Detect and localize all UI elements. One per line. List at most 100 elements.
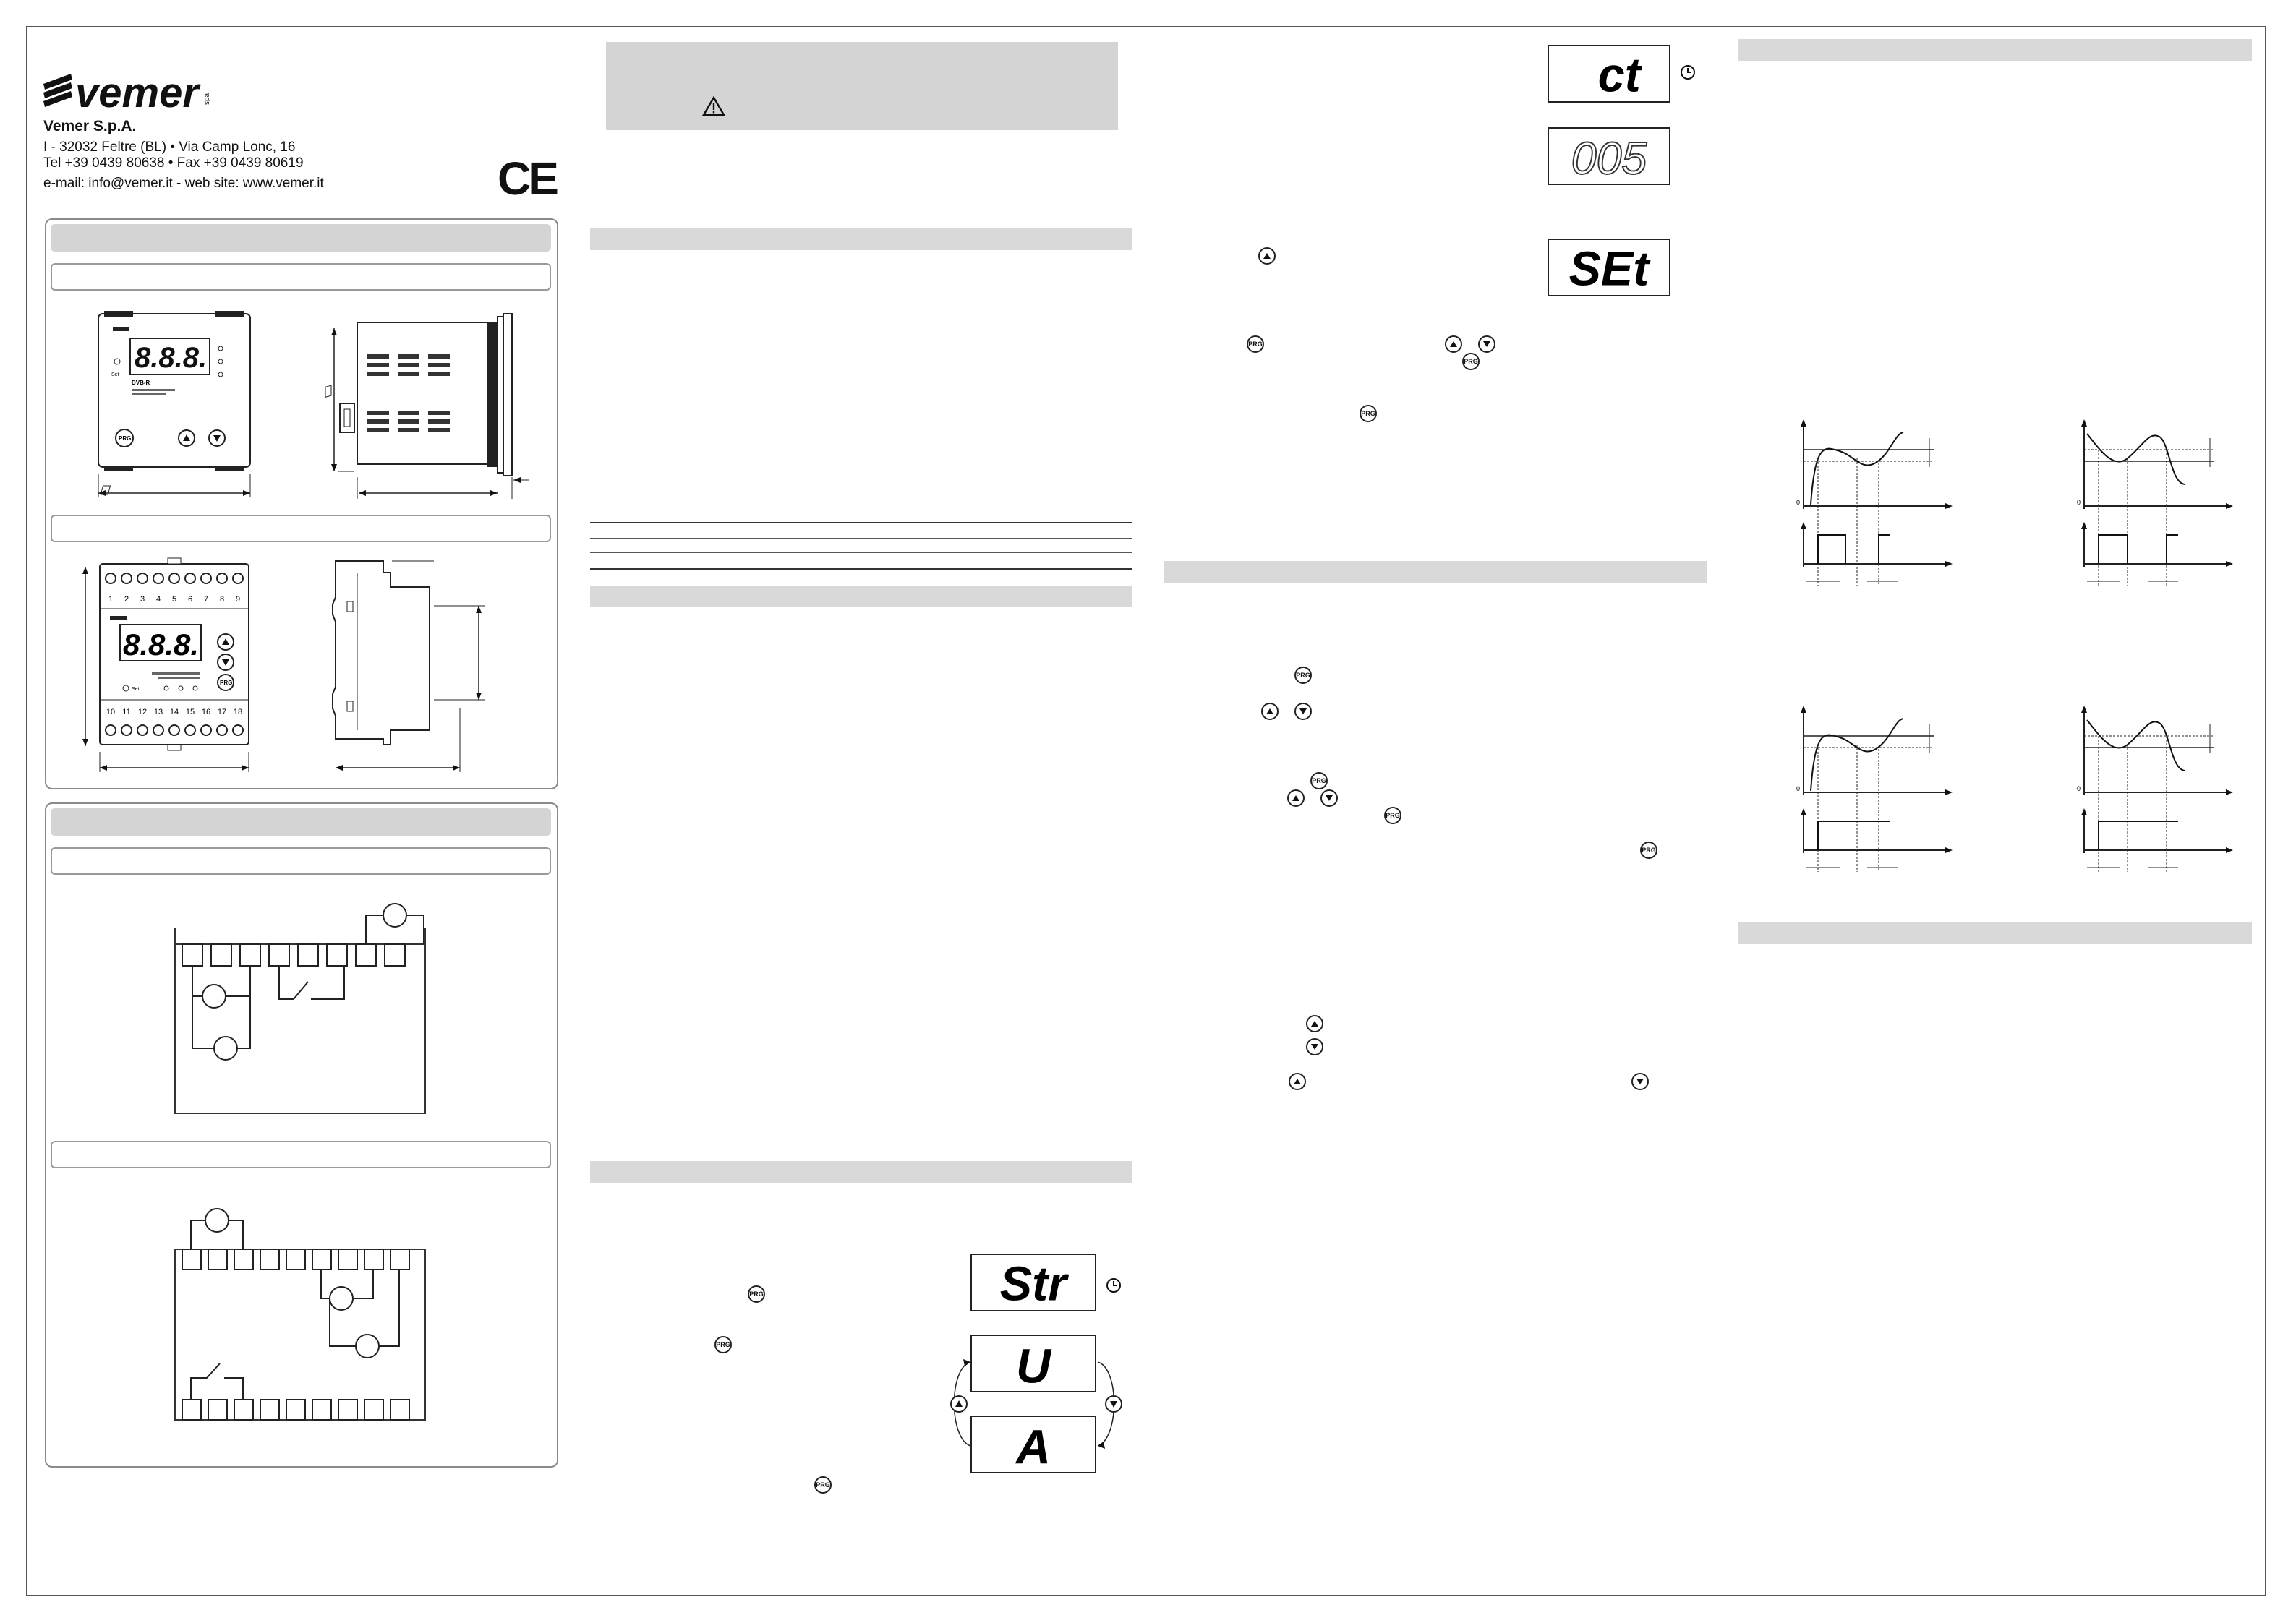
vemer-logo: vemer spa (42, 69, 215, 116)
page-frame (26, 26, 2266, 1596)
table-rule-4 (590, 568, 1132, 570)
chart1-zero-label: 0 (1796, 499, 1800, 506)
terminal-12: 12 (138, 708, 147, 716)
terminal-3: 3 (140, 595, 145, 604)
terminal-6: 6 (188, 595, 192, 604)
arrow-down-icon (1320, 789, 1338, 807)
clock-icon (1679, 64, 1697, 81)
arrow-down-icon (1306, 1038, 1323, 1055)
front-model: DVB-R (132, 380, 150, 386)
display-005: 005 (1548, 127, 1670, 185)
table-rule-3 (590, 552, 1132, 553)
section-bar-1 (590, 228, 1132, 250)
prg-button-icon-2: PRG (714, 1336, 732, 1353)
terminal-15: 15 (186, 708, 195, 716)
table-rule-1 (590, 522, 1132, 523)
terminal-7: 7 (204, 595, 208, 604)
terminal-4: 4 (156, 595, 161, 604)
front-display-digits: 8.8.8. (135, 342, 207, 374)
terminal-17: 17 (218, 708, 226, 716)
front-set-label: Set (111, 372, 119, 377)
warning-icon (701, 95, 726, 117)
wiring-panel (45, 802, 558, 1468)
display-a: A (970, 1416, 1096, 1475)
wiring-din-subheader (51, 1141, 551, 1168)
timing-diagram-3: 0 (1789, 698, 1963, 879)
panel-mount-side-view (318, 304, 542, 506)
terminal-1: 1 (108, 595, 113, 604)
terminal-5: 5 (172, 595, 176, 604)
terminal-8: 8 (220, 595, 224, 604)
prg-button-icon-8: PRG (1310, 772, 1328, 789)
prg-button-icon-4: PRG (1247, 335, 1264, 353)
din-prg-label: PRG (220, 680, 232, 686)
section-bar-3 (590, 1161, 1132, 1183)
company-name: Vemer S.p.A. (43, 118, 137, 134)
display-str-text: Str (1000, 1258, 1070, 1310)
timing-diagram-4: 0 (2070, 698, 2243, 879)
terminal-14: 14 (170, 708, 179, 716)
terminal-16: 16 (202, 708, 210, 716)
arrow-up-icon (1287, 789, 1305, 807)
arrow-down-icon (1294, 703, 1312, 720)
table-rule-2 (590, 538, 1132, 539)
company-address: I - 32032 Feltre (BL) • Via Camp Lonc, 1… (43, 140, 296, 155)
timing-diagram-2: 0 (2070, 412, 2243, 593)
din-display-digits: 8.8.8. (123, 628, 199, 661)
prg-button-icon-1: PRG (748, 1285, 765, 1303)
arrow-up-icon (1258, 247, 1276, 265)
dimensions-panel (45, 218, 558, 789)
arrow-down-icon (1478, 335, 1495, 353)
prg-button-icon-3: PRG (814, 1476, 832, 1494)
logo-graphic: vemer spa (43, 69, 211, 116)
wiring-diagram-panel-mount (166, 896, 441, 1121)
logo-spa: spa (203, 93, 211, 105)
terminal-2: 2 (124, 595, 129, 604)
arrow-up-icon (1306, 1015, 1323, 1032)
chart2-zero-label: 0 (2077, 499, 2081, 506)
chart3-zero-label: 0 (1796, 785, 1800, 792)
ce-mark: CE (498, 153, 559, 205)
display-str: Str (970, 1254, 1096, 1311)
logo-wordmark: vemer (75, 69, 201, 113)
dimensions-panel-header (51, 224, 551, 252)
terminal-13: 13 (154, 708, 163, 716)
display-u: U (970, 1335, 1096, 1394)
clock-icon (1105, 1277, 1122, 1294)
display-u-text: U (1016, 1340, 1052, 1391)
section-bar-6 (1738, 922, 2252, 944)
front-prg-label: PRG (119, 435, 131, 442)
display-005-text: 005 (1571, 134, 1648, 184)
din-rail-side-view (325, 557, 513, 781)
prg-button-icon-7: PRG (1294, 667, 1312, 684)
prg-button-icon-10: PRG (1640, 842, 1657, 859)
chart4-zero-label: 0 (2077, 785, 2081, 792)
din-set-label: Set (132, 687, 140, 692)
display-set-text: SEt (1569, 243, 1652, 295)
panel-mount-subheader (51, 263, 551, 291)
wiring-panel-mount-subheader (51, 847, 551, 875)
display-set: SEt (1548, 239, 1670, 296)
din-rail-front-view: 1 2 3 4 5 6 7 8 9 10 11 12 13 14 15 16 1… (72, 557, 268, 781)
display-ct-text: ct (1598, 49, 1643, 101)
display-ct: ct (1548, 45, 1670, 103)
company-phone: Tel +39 0439 80638 • Fax +39 0439 80619 (43, 155, 304, 171)
display-a-text: A (1015, 1421, 1051, 1472)
arrow-down-icon (1631, 1073, 1649, 1090)
section-bar-4 (1164, 561, 1707, 583)
arrow-up-icon (1289, 1073, 1306, 1090)
wiring-diagram-din-rail (166, 1200, 441, 1431)
wiring-panel-header (51, 808, 551, 836)
terminal-18: 18 (234, 708, 242, 716)
terminal-11: 11 (122, 708, 130, 716)
prg-button-icon-6: PRG (1360, 405, 1377, 422)
terminal-9: 9 (236, 595, 240, 604)
din-rail-subheader (51, 515, 551, 542)
terminal-10: 10 (106, 708, 115, 716)
section-bar-5 (1738, 39, 2252, 61)
warning-box (606, 42, 1118, 130)
prg-button-icon-5: PRG (1462, 353, 1480, 370)
arrow-up-icon (1261, 703, 1279, 720)
timing-diagram-1: 0 (1789, 412, 1963, 593)
section-bar-2 (590, 586, 1132, 607)
